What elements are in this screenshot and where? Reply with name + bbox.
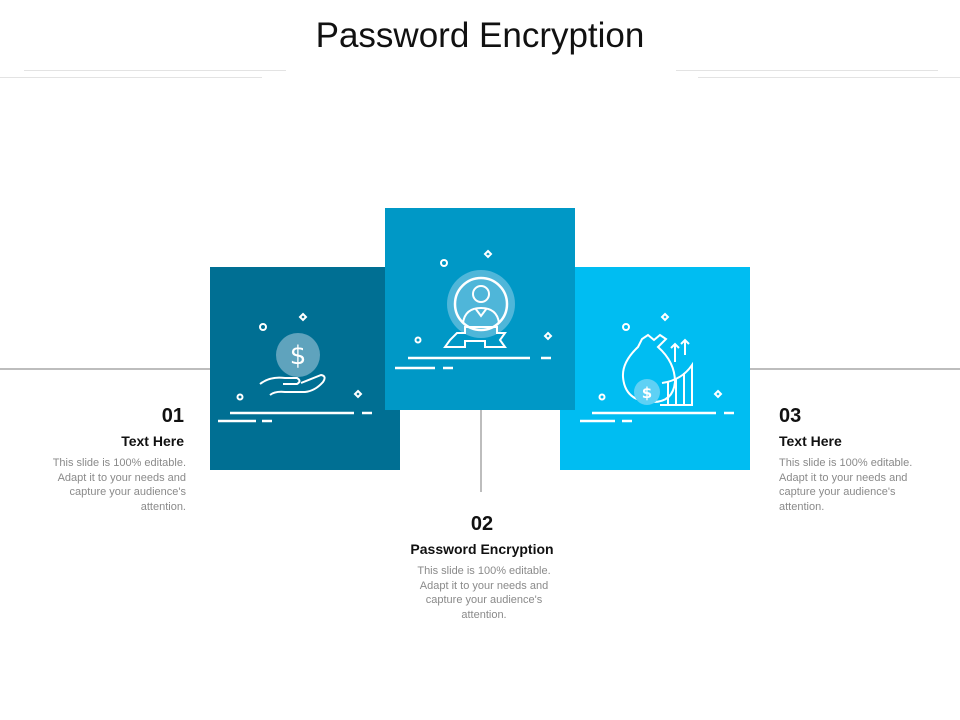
box-1: $ [210,267,400,470]
item-2-number: 02 [470,513,494,535]
money-bag-growth-icon: $ [580,312,734,423]
item-1-description: This slide is 100% editable. Adapt it to… [52,457,186,513]
slide-title: Password Encryption [315,16,645,55]
item-2-description: This slide is 100% editable. Adapt it to… [417,565,551,621]
connector-line-left [0,368,210,370]
item-3-heading: Text Here [779,433,842,449]
hand-dollar-icon: $ [218,312,372,423]
svg-text:$: $ [642,384,652,402]
connector-line-center [480,410,482,492]
box-2 [385,208,575,410]
title-divider-right [676,70,938,71]
title-divider-left [24,70,286,71]
item-3-number: 03 [779,405,802,427]
connector-line-right [750,368,960,370]
item-3-description: This slide is 100% editable. Adapt it to… [779,457,913,513]
box-3: $ [560,267,750,470]
title-divider-right-lower [698,77,960,78]
item-1-number: 01 [161,405,184,427]
title-divider-left-lower [0,77,262,78]
item-1-heading: Text Here [121,433,184,449]
svg-text:$: $ [290,341,307,371]
person-badge-icon [395,249,553,370]
item-2-heading: Password Encryption [410,541,554,557]
